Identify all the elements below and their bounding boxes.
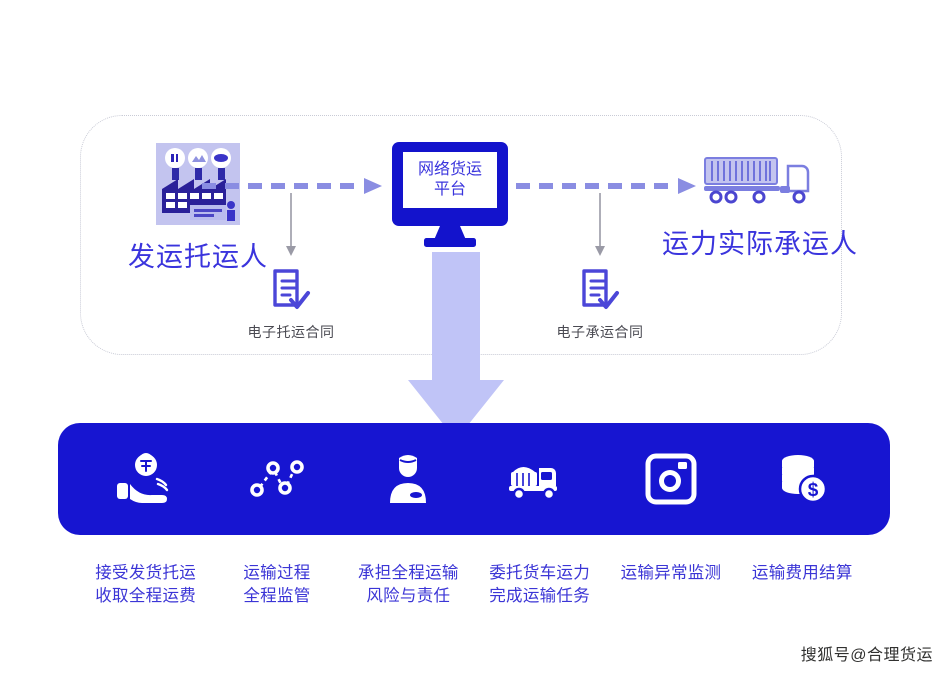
actor-carrier-label: 运力实际承运人 [662, 229, 858, 259]
svg-text:$: $ [808, 480, 819, 501]
coin-stack-dollar-icon: $ [782, 455, 828, 504]
arrow-to-consignment-contract [283, 193, 299, 259]
service-caption: 委托货车运力 完成运输任务 [489, 564, 591, 605]
service-caption: 接受发货托运 收取全程运费 [95, 564, 197, 605]
service-icon-cell [353, 444, 463, 514]
desktop-monitor-icon [392, 142, 508, 247]
camera-monitor-icon [645, 453, 697, 505]
service-icon-cell [616, 444, 726, 514]
arrow-to-carriage-contract [592, 193, 608, 259]
service-icon-cell: $ [747, 444, 857, 514]
contract-consignment-label: 电子托运合同 [247, 324, 335, 340]
contract-consignment: 电子托运合同 [211, 268, 371, 342]
document-check-icon [582, 269, 619, 309]
platform-monitor: 网络货运 平台 [388, 140, 512, 252]
contract-carriage-label: 电子承运合同 [556, 324, 644, 340]
arrow-platform-to-carrier [516, 177, 698, 195]
actor-shipper: 发运托运人 [108, 143, 288, 274]
service-caption: 承担全程运输 风险与责任 [357, 564, 459, 605]
service-captions: 接受发货托运 收取全程运费 运输过程 全程监管 承担全程运输 风险与责任 委托货… [58, 562, 890, 608]
service-icon-cell [222, 444, 332, 514]
service-caption: 运输异常监测 [620, 564, 722, 582]
person-agent-icon [390, 455, 427, 503]
service-caption: 运输过程 全程监管 [243, 564, 311, 605]
contract-carriage: 电子承运合同 [520, 268, 680, 342]
service-capability-bar: $ [58, 423, 890, 535]
watermark: 搜狐号@合理货运 [800, 647, 933, 664]
semi-truck-icon [704, 157, 810, 204]
factory-warehouse-icon [156, 143, 240, 225]
actor-shipper-label: 发运托运人 [128, 242, 268, 272]
service-icon-cell [485, 444, 595, 514]
dump-truck-icon [508, 467, 557, 501]
document-check-icon [273, 269, 310, 309]
service-caption: 运输费用结算 [751, 564, 853, 582]
arrow-platform-to-services [408, 252, 504, 440]
route-network-icon [250, 460, 304, 497]
actor-carrier: 运力实际承运人 [650, 152, 870, 261]
service-icon-cell [91, 444, 201, 514]
hand-holding-money-icon [116, 453, 168, 503]
arrow-shipper-to-platform [202, 177, 384, 195]
